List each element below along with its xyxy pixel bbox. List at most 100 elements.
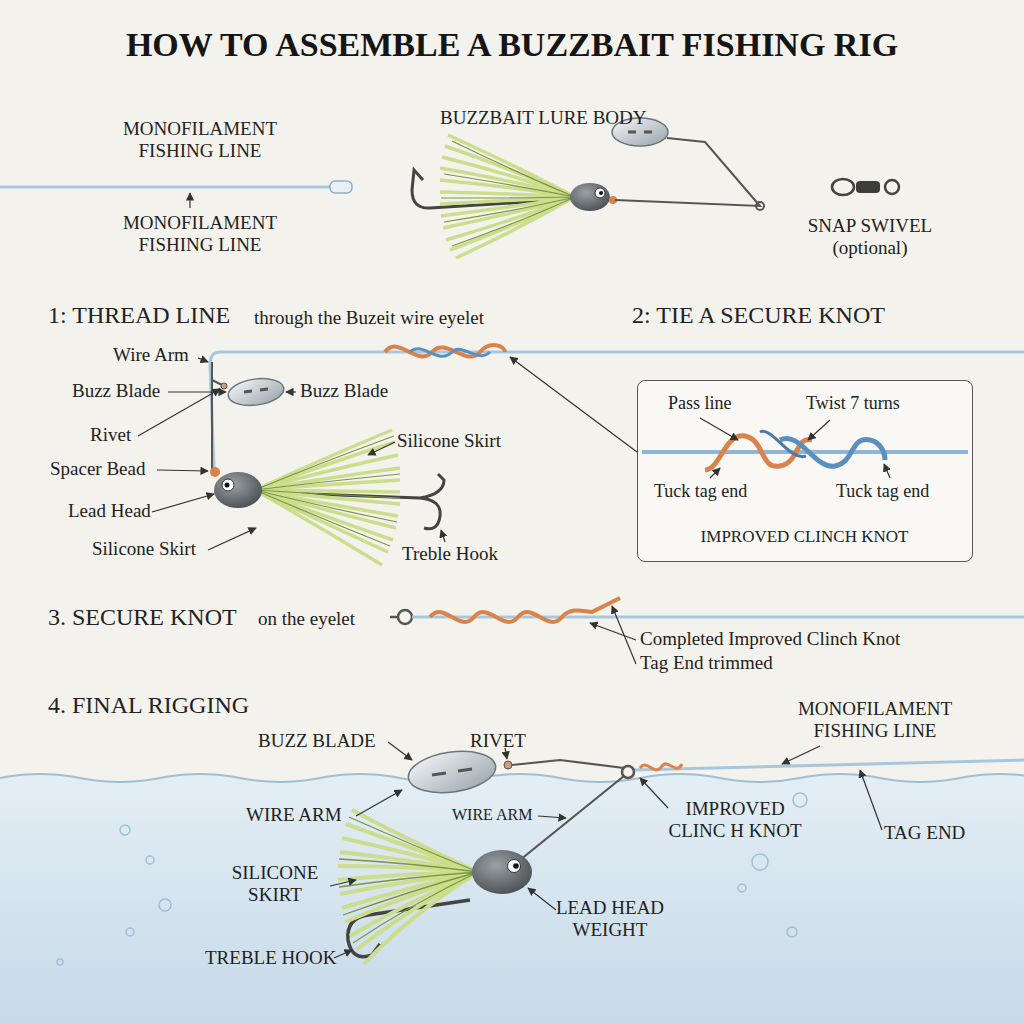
leader-arrow [612,606,636,664]
silicone-skirt [440,135,575,258]
step-note: Pass line [668,393,732,414]
part-label: WIRE ARM [452,806,532,824]
callout-label: Completed Improved Clinch Knot [640,628,900,650]
leader-arrow [208,528,256,550]
step-note: Tuck tag end [836,481,929,502]
leader-arrow [528,888,556,910]
wire-arm [211,362,213,470]
part-label: Treble Hook [402,543,498,565]
lead-head [472,850,532,894]
water-surface [0,774,1024,782]
lead-head [570,183,610,211]
leader-arrow [860,770,882,830]
part-label: IMPROVED CLINC H KNOT [660,798,810,842]
leader-arrow [330,880,356,886]
swivel-barrel [856,181,880,193]
lead-head [214,472,262,508]
wire-arm [390,616,398,619]
eyelet [398,610,412,624]
leader-arrow [286,391,296,392]
bubble [159,899,171,911]
knot-wrap [760,431,806,456]
step-heading: 3. SECURE KNOT [48,604,237,632]
part-label: TAG END [884,822,965,844]
step-heading: 4. FINAL RIGGING [48,692,249,720]
pupil [513,863,519,869]
bubble [120,825,130,835]
leader-arrow [700,418,738,440]
diagram-title: HOW TO ASSEMBLE A BUZZBAIT FISHING RIG [0,26,1024,64]
part-label: TREBLE HOOK [205,947,336,969]
bubble [787,927,797,937]
line-label: MONOFILAMENT FISHING LINE [100,118,300,162]
part-label: BUZZBAIT LURE BODY [440,107,647,129]
leader-arrow [368,442,395,455]
knot-wrap [780,438,885,466]
step-heading: 1: THREAD LINE [48,302,230,330]
wire-arm [615,138,760,206]
part-label: Silicone Skirt [397,430,501,452]
blade-mark [432,769,472,775]
skirt-strand [339,817,478,943]
buzz-blade [226,375,285,409]
part-label: Spacer Bead [50,458,145,480]
part-label: Silicone Skirt [92,538,196,560]
leader-arrow [710,468,720,478]
leader-arrow [441,530,445,542]
bubble [126,928,134,936]
eye [508,860,521,873]
leader-arrow [782,746,820,764]
part-label: SNAP SWIVEL (optional) [795,215,945,259]
line-label: MONOFILAMENT FISHING LINE [100,212,300,256]
eyelet [756,202,764,210]
completed-knot [430,598,620,622]
knot-wrap [640,764,682,770]
buzz-blade [406,746,499,798]
callout-label: Tag End trimmed [640,652,773,674]
leader-arrow [388,742,412,760]
inset-panel [637,380,973,562]
eye [595,188,605,198]
leader-arrow [157,470,208,471]
part-label: WIRE ARM [246,804,342,826]
bubble [146,856,154,864]
step-heading: 2: TIE A SECURE KNOT [632,302,885,330]
snap [832,179,854,195]
knot-wrap [385,345,505,357]
water-body [0,774,1024,1024]
leader-arrow [189,193,190,208]
box-heading: IMPROVED CLINCH KNOT [638,527,971,547]
leader-arrow [510,357,637,452]
line-label: MONOFILAMENT FISHING LINE [770,698,980,742]
part-label: Buzz Blade [300,380,388,402]
part-label: BUZZ BLADE [258,730,376,752]
rivet [504,761,512,769]
leader-arrow [538,816,566,818]
skirt-strand [441,141,575,246]
blade-mark [244,389,268,392]
swivel-ring [885,180,899,194]
spacer-bead [210,467,220,477]
leader-arrow [198,358,208,362]
skirt-strand [255,436,400,546]
silicone-skirt [338,810,478,964]
step-note: Tuck tag end [654,481,747,502]
part-label: Rivet [90,424,131,446]
eye [222,479,234,491]
rivet [221,383,227,389]
bubble [738,884,746,892]
pupil [225,483,230,488]
step-note: through the Buzeit wire eyelet [254,307,484,329]
blade-mark [628,131,652,134]
leader-arrow [168,391,226,392]
part-label: Wire Arm [113,344,189,366]
part-label: SILICONE SKIRT [220,862,330,906]
leader-arrow [152,494,214,512]
bubble [752,854,768,870]
leader-arrow [334,950,352,958]
fishing-line [0,186,335,189]
bubble [793,793,807,807]
part-label: Lead Head [68,500,151,522]
part-label: RIVET [470,730,526,752]
